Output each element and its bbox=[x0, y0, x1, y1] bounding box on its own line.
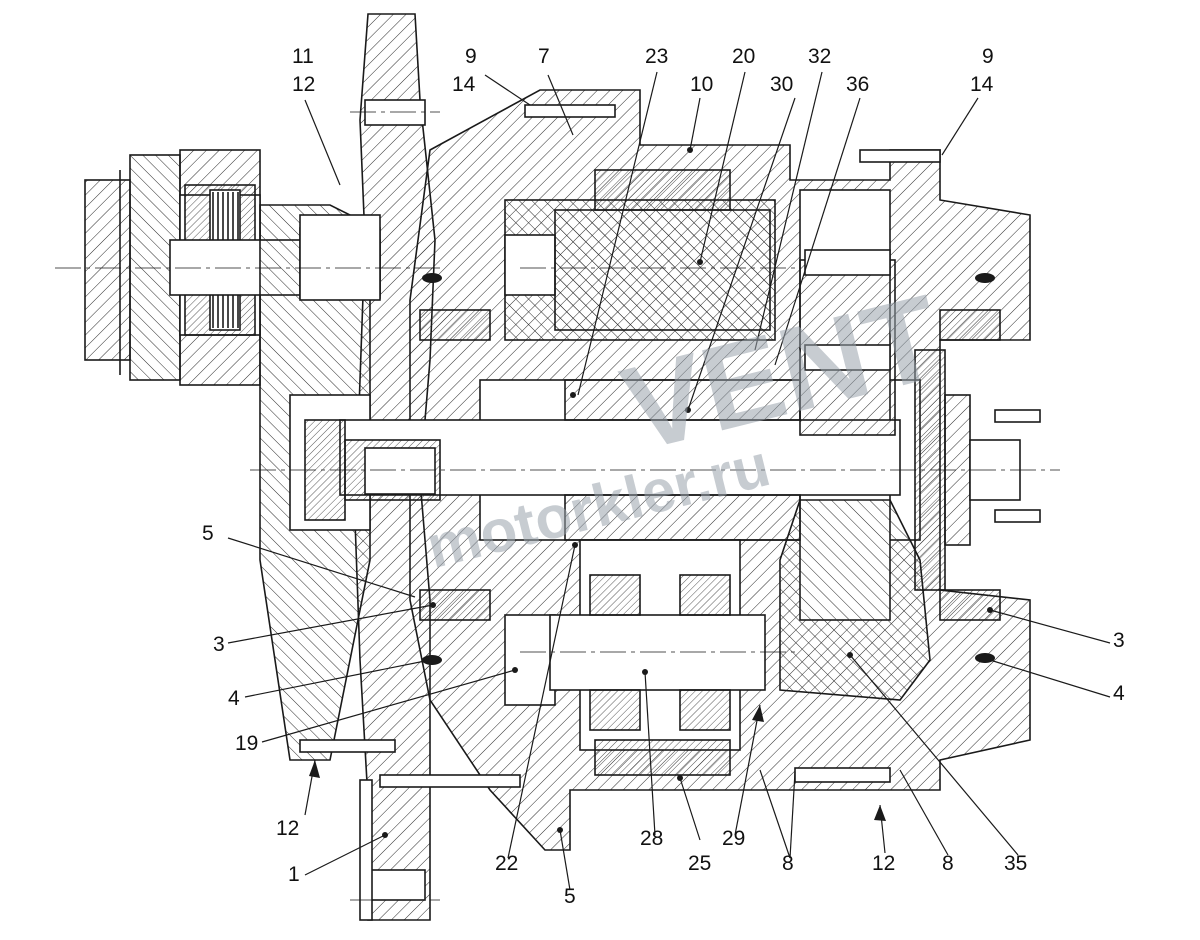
callout-7: 7 bbox=[538, 45, 550, 68]
callout-14-left: 14 bbox=[452, 73, 476, 96]
callout-14-right: 14 bbox=[970, 73, 994, 96]
callout-12-bottom: 12 bbox=[872, 852, 896, 875]
callout-10: 10 bbox=[690, 73, 714, 96]
callout-25: 25 bbox=[688, 852, 712, 875]
callout-5-bottom: 5 bbox=[564, 885, 576, 908]
leader-dots bbox=[382, 147, 993, 838]
ring-gear bbox=[594, 169, 731, 776]
planet-gear-stage1 bbox=[554, 209, 771, 331]
sun-shaft bbox=[339, 379, 901, 541]
callout-32: 32 bbox=[808, 45, 832, 68]
callout-12-left: 12 bbox=[276, 817, 300, 840]
callout-28: 28 bbox=[640, 827, 664, 850]
leader-lines bbox=[227, 71, 1111, 891]
callout-22: 22 bbox=[495, 852, 519, 875]
callout-12-top: 12 bbox=[292, 73, 316, 96]
callout-30: 30 bbox=[770, 73, 794, 96]
callout-4-right: 4 bbox=[1113, 682, 1125, 705]
leader-arrows bbox=[309, 705, 886, 821]
output-carrier bbox=[779, 249, 931, 701]
callout-8-mid: 8 bbox=[782, 852, 794, 875]
callout-3-right: 3 bbox=[1113, 629, 1125, 652]
callout-3-left: 3 bbox=[213, 633, 225, 656]
center-lines bbox=[55, 111, 1060, 901]
callout-29: 29 bbox=[722, 827, 746, 850]
callout-11: 11 bbox=[292, 45, 314, 68]
callout-8-right: 8 bbox=[942, 852, 954, 875]
callout-19: 19 bbox=[235, 732, 259, 755]
callout-1: 1 bbox=[288, 863, 300, 886]
callout-35: 35 bbox=[1004, 852, 1028, 875]
callout-20: 20 bbox=[732, 45, 756, 68]
callout-5-left: 5 bbox=[202, 522, 214, 545]
callout-36: 36 bbox=[846, 73, 870, 96]
callout-9-right: 9 bbox=[982, 45, 994, 68]
callout-23: 23 bbox=[645, 45, 669, 68]
callout-4-left: 4 bbox=[228, 687, 240, 710]
callout-9-left: 9 bbox=[465, 45, 477, 68]
planet-pin bbox=[549, 574, 766, 731]
